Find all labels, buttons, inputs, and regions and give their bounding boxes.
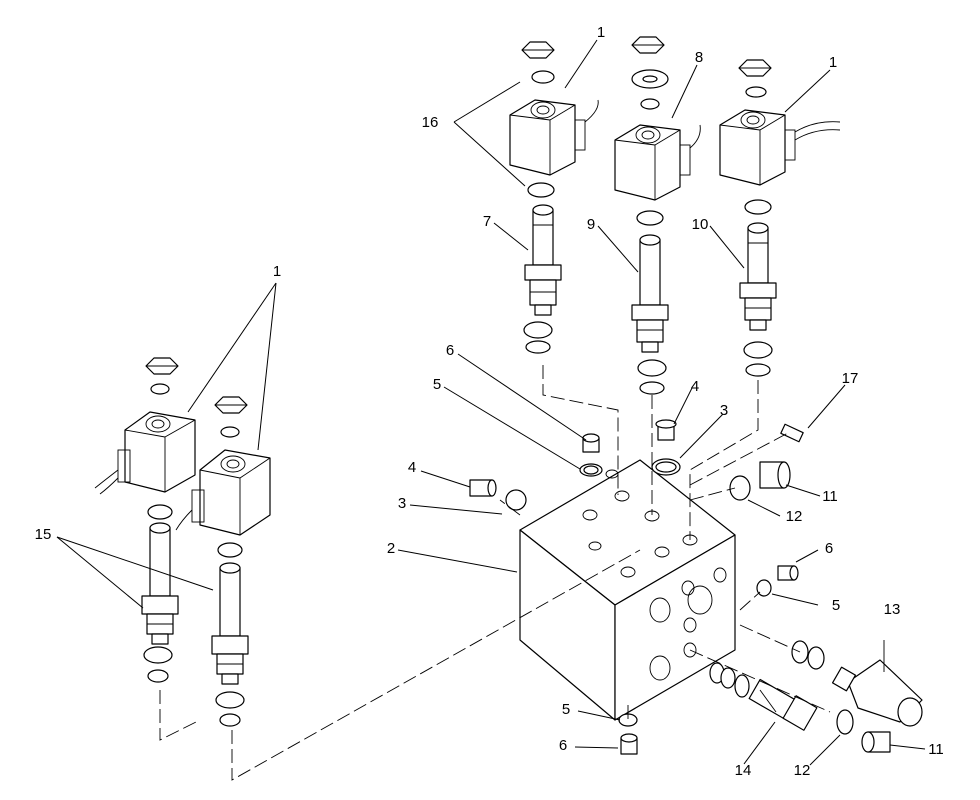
- callout-4: 4: [691, 378, 699, 395]
- callout-5: 5: [832, 597, 840, 614]
- callout-13: 13: [884, 601, 901, 618]
- relief-valve: [831, 640, 923, 727]
- solenoid-coil: [175, 449, 271, 536]
- callout-6: 6: [446, 342, 454, 359]
- cartridge-valve: [739, 222, 777, 331]
- callout-2: 2: [387, 540, 395, 557]
- o-ring: [143, 69, 854, 735]
- hex-nut: [145, 357, 179, 375]
- callout-5: 5: [562, 701, 570, 718]
- callout-12: 12: [786, 508, 803, 525]
- manifold-block: [519, 459, 736, 721]
- callout-8: 8: [695, 49, 703, 66]
- solenoid-coil: [719, 109, 841, 186]
- callout-6: 6: [559, 737, 567, 754]
- hex-nut: [738, 59, 772, 77]
- callout-6: 6: [825, 540, 833, 557]
- callout-1: 1: [597, 24, 605, 41]
- callout-3: 3: [720, 402, 728, 419]
- check-valve: [748, 678, 818, 731]
- callout-10: 10: [692, 216, 709, 233]
- hex-nut: [521, 41, 555, 59]
- cartridge-valve: [211, 562, 249, 685]
- callout-5: 5: [433, 376, 441, 393]
- callout-3: 3: [398, 495, 406, 512]
- callout-labels: 1 1 1 16 8 7 9 10 1 15 6 5 4 4 3 3 2 17 …: [35, 24, 944, 779]
- callout-1: 1: [273, 263, 281, 280]
- leader-lines: [56, 39, 926, 766]
- cartridge-valve: [631, 234, 669, 353]
- hex-nut: [631, 36, 665, 54]
- solenoid-coil: [614, 124, 701, 201]
- callout-11: 11: [822, 488, 838, 505]
- callout-1: 1: [829, 54, 837, 71]
- callout-9: 9: [587, 216, 595, 233]
- cartridge-valve: [141, 522, 179, 645]
- solenoid-coil: [509, 99, 599, 176]
- callout-12: 12: [794, 762, 811, 779]
- callout-7: 7: [483, 213, 491, 230]
- hex-nut: [214, 396, 248, 414]
- solenoid-coil: [94, 411, 196, 495]
- plug-fitting: [469, 419, 891, 755]
- callout-4: 4: [408, 459, 416, 476]
- callout-15: 15: [35, 526, 52, 543]
- callout-11: 11: [928, 741, 944, 758]
- callout-14: 14: [735, 762, 752, 779]
- cartridge-valve: [524, 204, 562, 316]
- callout-16: 16: [422, 114, 439, 131]
- assembly-centerlines: [159, 365, 831, 781]
- callout-17: 17: [842, 370, 859, 387]
